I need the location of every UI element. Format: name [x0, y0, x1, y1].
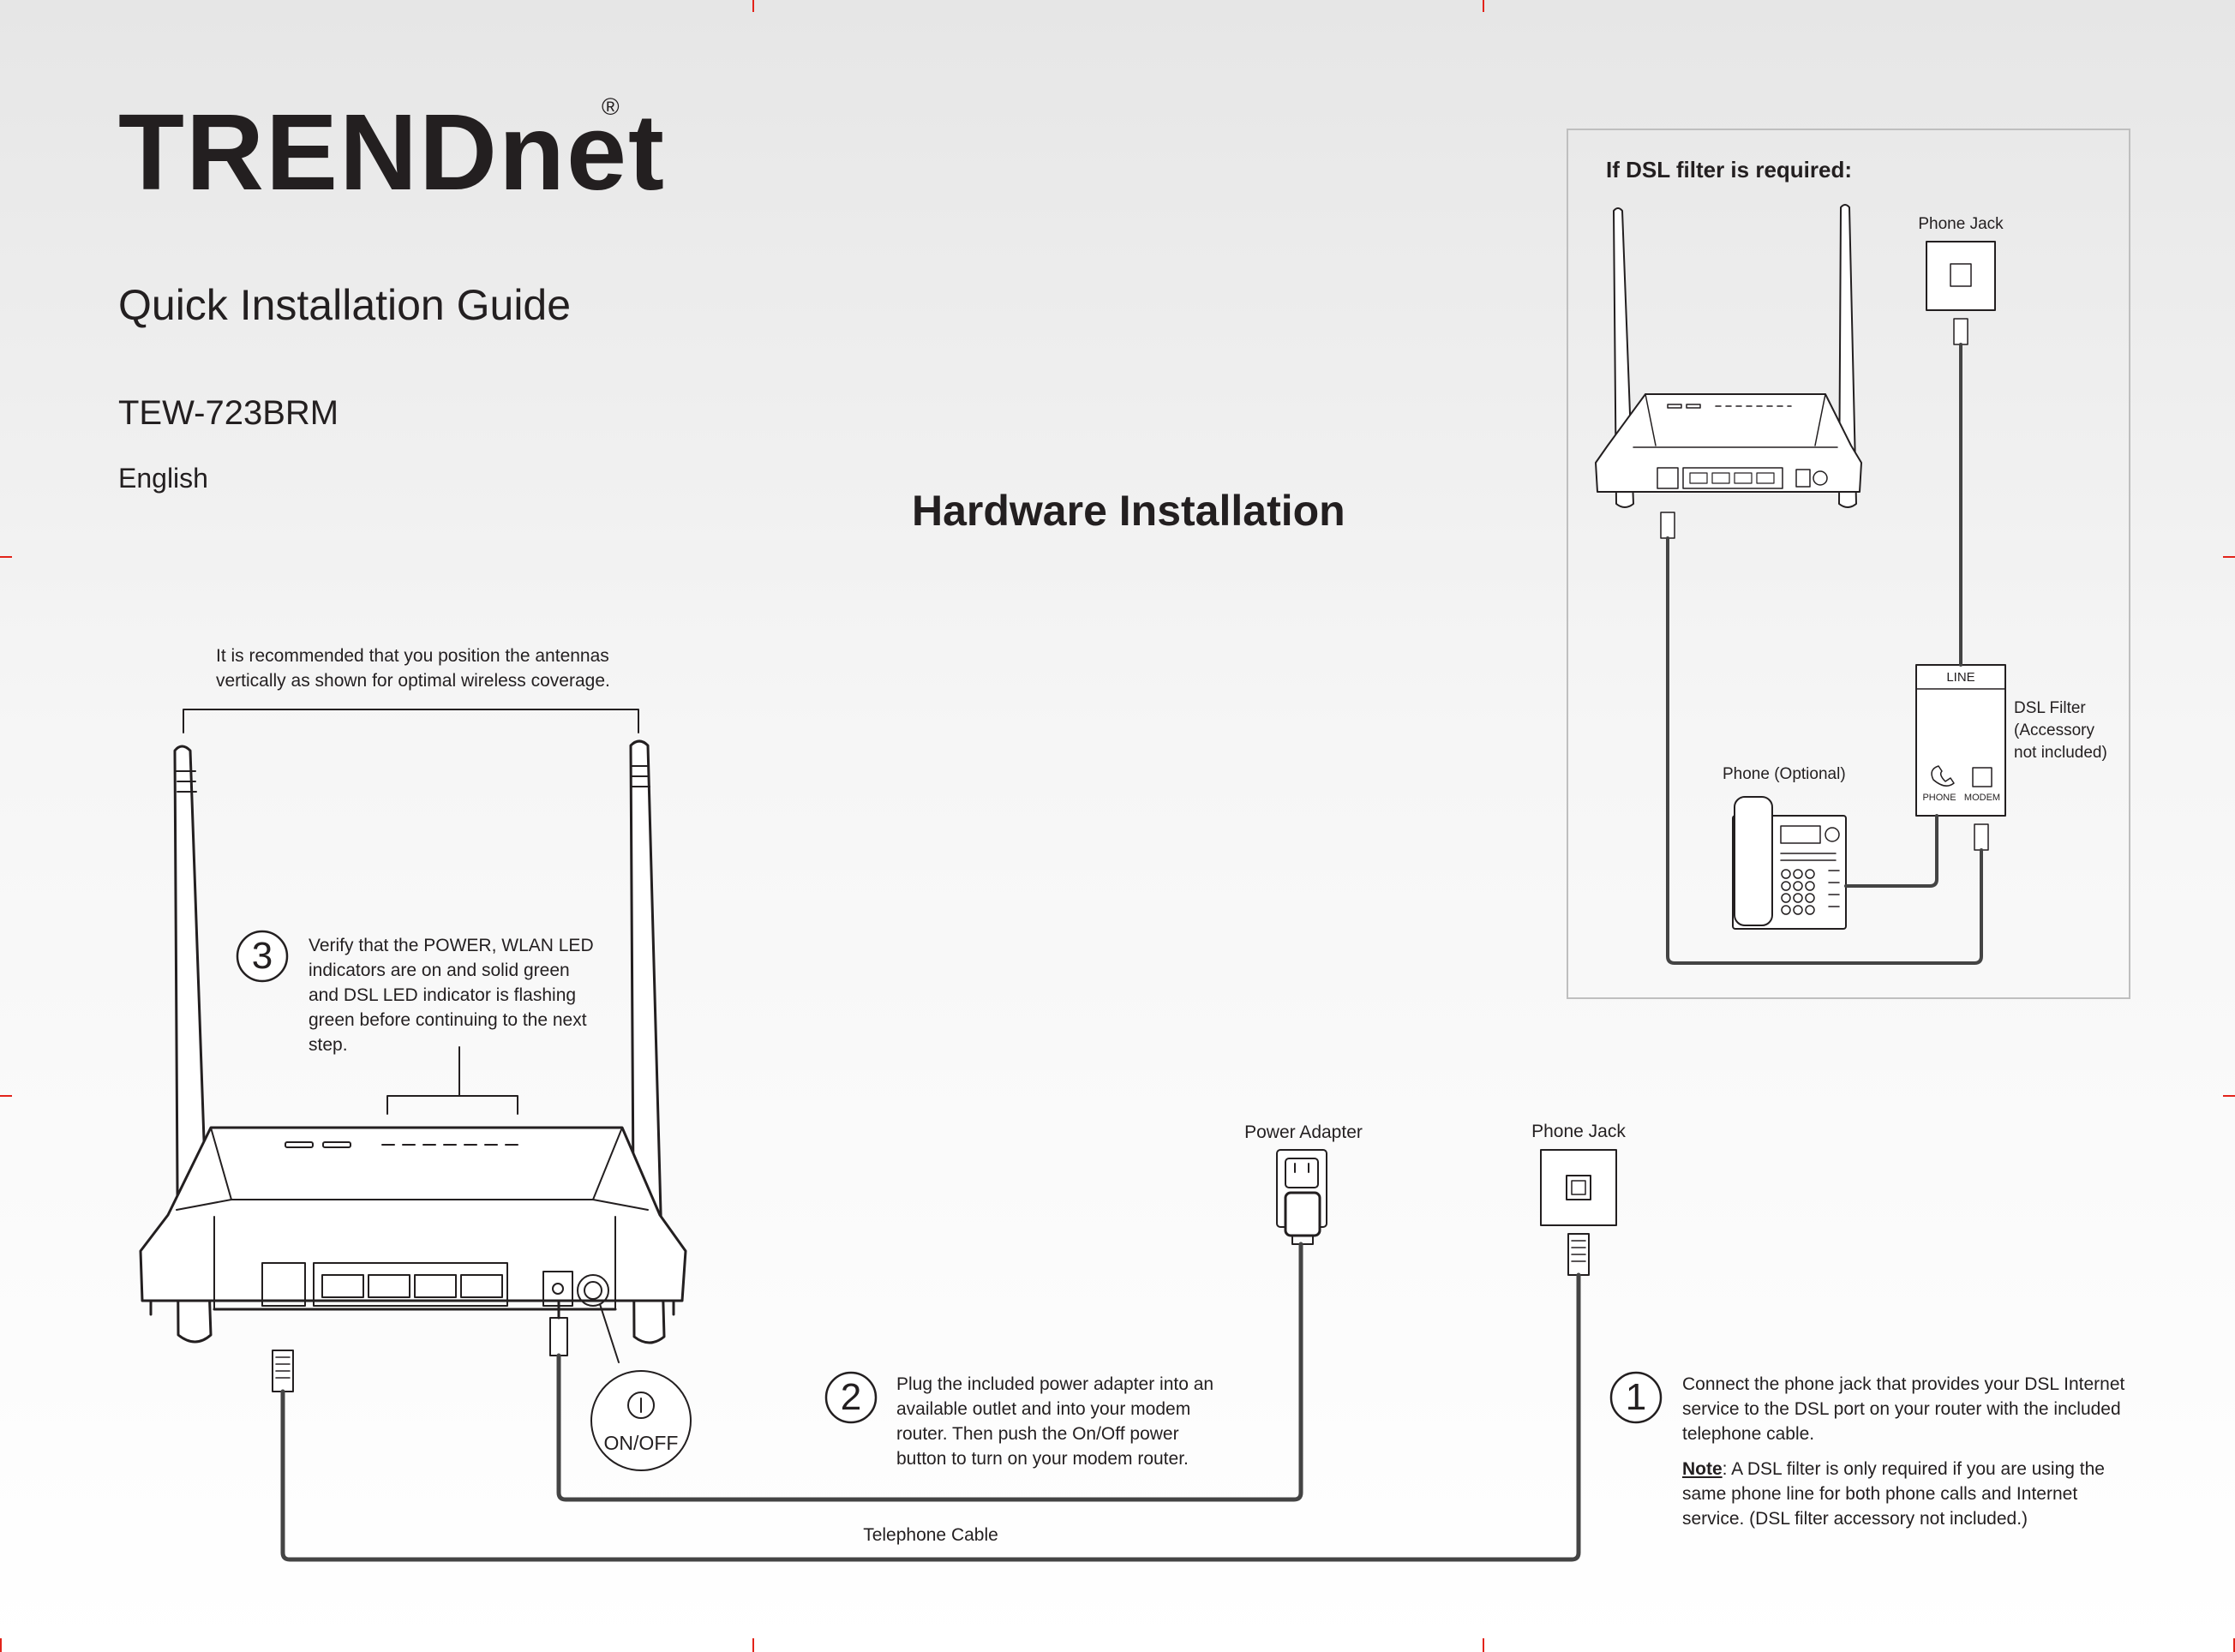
crop-mark	[2223, 556, 2235, 558]
dsl-box-title: If DSL filter is required:	[1606, 157, 1853, 183]
step-1-text: Connect the phone jack that provides you…	[1682, 1374, 2125, 1444]
crop-mark	[752, 0, 754, 12]
step-2-text: Plug the included power adapter into an …	[896, 1374, 1214, 1469]
step-3-text: Verify that the POWER, WLAN LED indicato…	[309, 936, 594, 1055]
step-2-number: 2	[840, 1376, 862, 1418]
crop-mark	[2223, 1095, 2235, 1097]
dsl-filter-line-label: LINE	[1946, 670, 1975, 685]
step-3-number: 3	[251, 935, 273, 977]
crop-mark	[1483, 0, 1484, 12]
brand-logo: TRENDnet	[118, 92, 666, 212]
crop-mark	[0, 1638, 2, 1652]
crop-mark	[0, 1095, 12, 1097]
telephone-cable-label: Telephone Cable	[863, 1525, 998, 1545]
crop-mark	[1483, 1638, 1484, 1652]
dsl-phone-jack-label: Phone Jack	[1918, 215, 2004, 233]
section-title: Hardware Installation	[912, 487, 1345, 535]
crop-mark	[752, 1638, 754, 1652]
power-adapter-label: Power Adapter	[1244, 1122, 1363, 1142]
phone-jack-label: Phone Jack	[1531, 1122, 1626, 1141]
step-1-number: 1	[1625, 1376, 1647, 1418]
on-off-label: ON/OFF	[603, 1432, 679, 1454]
dsl-filter-panel	[1567, 129, 2130, 999]
crop-mark	[0, 556, 12, 558]
antenna-note: It is recommended that you position the …	[216, 646, 610, 691]
note-label: Note	[1682, 1459, 1723, 1479]
model-name: TEW-723BRM	[118, 394, 339, 432]
dsl-filter-label: DSL Filter (Accessory not included)	[2014, 699, 2107, 762]
page-title: Quick Installation Guide	[118, 281, 572, 329]
language-label: English	[118, 463, 208, 494]
dsl-phone-label: Phone (Optional)	[1723, 765, 1846, 783]
dsl-filter-phone-label: PHONE	[1922, 793, 1956, 803]
crop-mark	[2233, 1638, 2235, 1652]
note-text: : A DSL filter is only required if you a…	[1682, 1459, 2105, 1529]
step-1-note: Note: A DSL filter is only required if y…	[1682, 1457, 2131, 1531]
dsl-filter-modem-label: MODEM	[1963, 793, 2001, 803]
registered-mark: ®	[602, 93, 620, 120]
